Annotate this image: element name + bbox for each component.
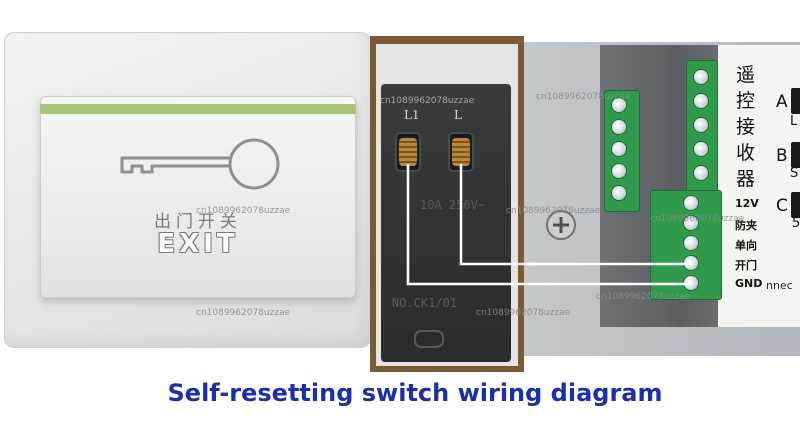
channel-c-button (791, 192, 800, 218)
channel-c-partial: 5 (792, 216, 800, 231)
watermark: cn1089962078uzzae (380, 96, 475, 106)
terminal-label-gnd: GND (735, 277, 763, 290)
terminal-label-one-way: 单向 (735, 239, 757, 252)
channel-label-b: B (776, 146, 788, 166)
channel-a-button (791, 88, 800, 114)
receiver-title-char: 器 (736, 168, 756, 190)
mounting-screw-icon (546, 210, 576, 240)
receiver-label-panel (718, 45, 800, 327)
channel-label-a: A (776, 92, 788, 112)
watermark: cn1089962078uzzae (596, 292, 691, 302)
certification-mark (414, 330, 444, 348)
channel-b-button (791, 142, 800, 168)
exit-switch-rocker: 出门开关 EXIT (40, 96, 356, 298)
wire-l1-to-gnd (406, 164, 692, 286)
terminal-screw-anti-pinch (684, 216, 698, 230)
receiver-title-char: 控 (736, 90, 756, 112)
watermark: cn1089962078uzzae (506, 206, 601, 216)
rocker-notch (180, 98, 200, 103)
receiver-title-char: 接 (736, 116, 756, 138)
switch-chinese-label: 出门开关 (154, 212, 242, 232)
watermark: cn1089962078uzzae (536, 92, 631, 102)
switch-back-module (381, 84, 511, 362)
receiver-title-char: 收 (736, 142, 756, 164)
diagram-caption: Self-resetting switch wiring diagram (167, 379, 663, 407)
terminal-label-l: L (454, 108, 462, 122)
terminal-label-l1: L1 (404, 108, 420, 122)
watermark: cn1089962078uzzae (196, 308, 291, 318)
receiver-title-char: 遥 (736, 64, 756, 86)
rocker-indicator-strip (40, 104, 356, 114)
channel-label-c: C (776, 196, 788, 216)
switch-exit-label: EXIT (157, 229, 239, 259)
terminal-label-anti-pinch: 防夹 (735, 219, 757, 232)
terminal-screw-12v (684, 196, 698, 210)
channel-a-partial: L (790, 114, 798, 129)
watermark: cn1089962078uzzae (476, 308, 571, 318)
terminal-screw-one-way (684, 236, 698, 250)
terminal-label-12v: 12V (735, 197, 759, 210)
terminal-l (448, 132, 474, 172)
connector-text: nnec (766, 279, 793, 292)
rating-marking: 10A 250V~ (420, 198, 486, 212)
watermark: cn1089962078uzzae (196, 206, 291, 216)
key-icon (120, 138, 280, 190)
terminal-label-open-door: 开门 (735, 259, 757, 272)
wire-l-to-open-door (459, 164, 692, 266)
channel-b-partial: S (790, 166, 799, 181)
watermark: cn1089962078uzzae (650, 214, 745, 224)
model-code-marking: NO.CK1/01 (392, 296, 458, 310)
